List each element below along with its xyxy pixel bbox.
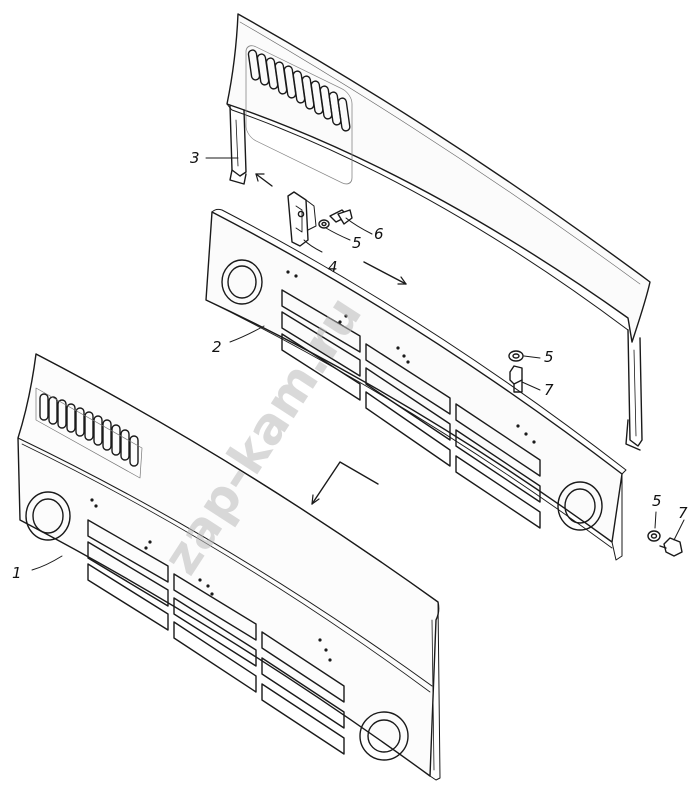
callout-part-6: 6: [374, 225, 384, 243]
front-panel-assembly: [17, 353, 441, 781]
top-panel-right-bracket: [625, 329, 643, 451]
arrow-down-left: [311, 461, 379, 505]
callout-part-5c: 5: [652, 492, 662, 510]
middle-right-headlight: [557, 481, 603, 531]
callout-part-2: 2: [212, 338, 222, 356]
assembly-arrows: [255, 173, 407, 505]
callout-part-7b: 7: [678, 504, 688, 522]
top-panel-louvers: [245, 45, 353, 185]
leader-lines: [31, 157, 685, 571]
arrow-to-bracket: [255, 173, 273, 187]
bolt-part-7a: [509, 365, 523, 393]
front-left-headlight: [25, 491, 71, 541]
washer-part-5b: [508, 350, 524, 362]
callout-part-5a: 5: [352, 234, 362, 252]
middle-grille-slots: [281, 289, 541, 529]
callout-part-5b: 5: [544, 348, 554, 366]
top-panel-left-bracket: [229, 105, 247, 185]
callout-part-4: 4: [328, 258, 338, 276]
bolt-part-6: [329, 209, 353, 225]
front-right-headlight: [359, 711, 409, 761]
front-grille-slots: [87, 519, 345, 755]
washer-part-5a: [318, 219, 330, 229]
front-panel-holes: [90, 498, 332, 662]
middle-panel-holes: [286, 270, 536, 444]
callout-part-3: 3: [190, 149, 200, 167]
callout-part-1: 1: [12, 564, 22, 582]
bracket-part-4: [287, 191, 317, 247]
callout-part-7a: 7: [544, 381, 554, 399]
front-panel-louvers: [35, 387, 143, 479]
middle-grille-panel: [205, 208, 627, 561]
bolt-part-7b: [659, 537, 683, 557]
middle-left-headlight: [221, 259, 263, 305]
arrow-right: [363, 261, 407, 285]
washer-part-5c: [647, 530, 661, 542]
top-upper-panel: [226, 13, 651, 451]
